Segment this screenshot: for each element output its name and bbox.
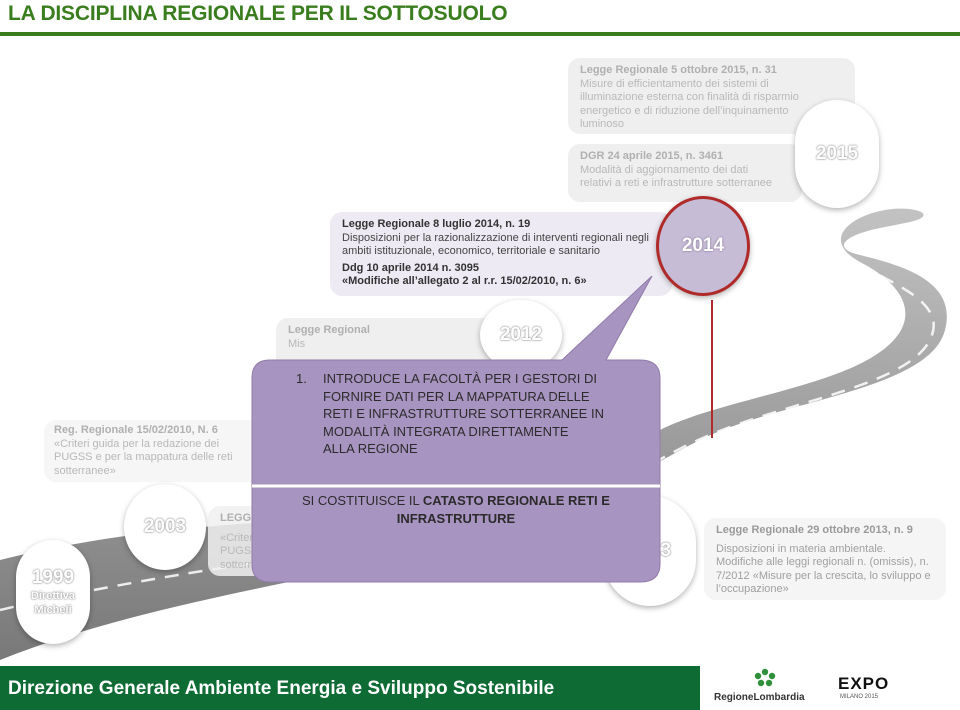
callout-catasto: SI COSTITUISCE IL CATASTO REGIONALE RETI… bbox=[302, 493, 610, 526]
footer-title: Direzione Generale Ambiente Energia e Sv… bbox=[8, 678, 555, 699]
card-lr-2014: Legge Regionale 8 luglio 2014, n. 19 Dis… bbox=[330, 212, 672, 296]
callout-bubble bbox=[251, 275, 661, 583]
year-circle-2012: 2012 bbox=[480, 300, 562, 370]
callout-text: INTRODUCE LA FACOLTÀ PER I GESTORI DI FO… bbox=[323, 371, 604, 456]
year-circle-2014: 2014 bbox=[656, 196, 750, 296]
callout-shape bbox=[251, 275, 661, 583]
year-circle-2003: 2003 bbox=[124, 484, 206, 570]
callout-num: 1. bbox=[296, 371, 307, 386]
card-lr-2015: Legge Regionale 5 ottobre 2015, n. 31 Mi… bbox=[568, 58, 855, 134]
page-title: LA DISCIPLINA REGIONALE PER IL SOTTOSUOL… bbox=[8, 2, 508, 25]
title-divider bbox=[0, 32, 960, 36]
expo-logo-sub: MILANO 2015 bbox=[840, 694, 879, 700]
card-dgr-2015: DGR 24 aprile 2015, n. 3461 Modalità di … bbox=[568, 144, 802, 202]
card-rr-2010: Reg. Regionale 15/02/2010, N. 6 «Criteri… bbox=[44, 420, 264, 482]
year-circle-2015: 2015 bbox=[795, 100, 879, 208]
card-lr-2013: Legge Regionale 29 ottobre 2013, n. 9 Di… bbox=[704, 518, 946, 600]
footer-bar bbox=[0, 666, 700, 710]
regione-lombardia-logo-icon bbox=[754, 668, 776, 687]
regione-lombardia-logo: RegioneLombardia bbox=[714, 692, 805, 703]
expo-logo: EXPO bbox=[838, 674, 890, 693]
year-circle-1999: 1999 Direttiva Micheli bbox=[16, 540, 90, 644]
